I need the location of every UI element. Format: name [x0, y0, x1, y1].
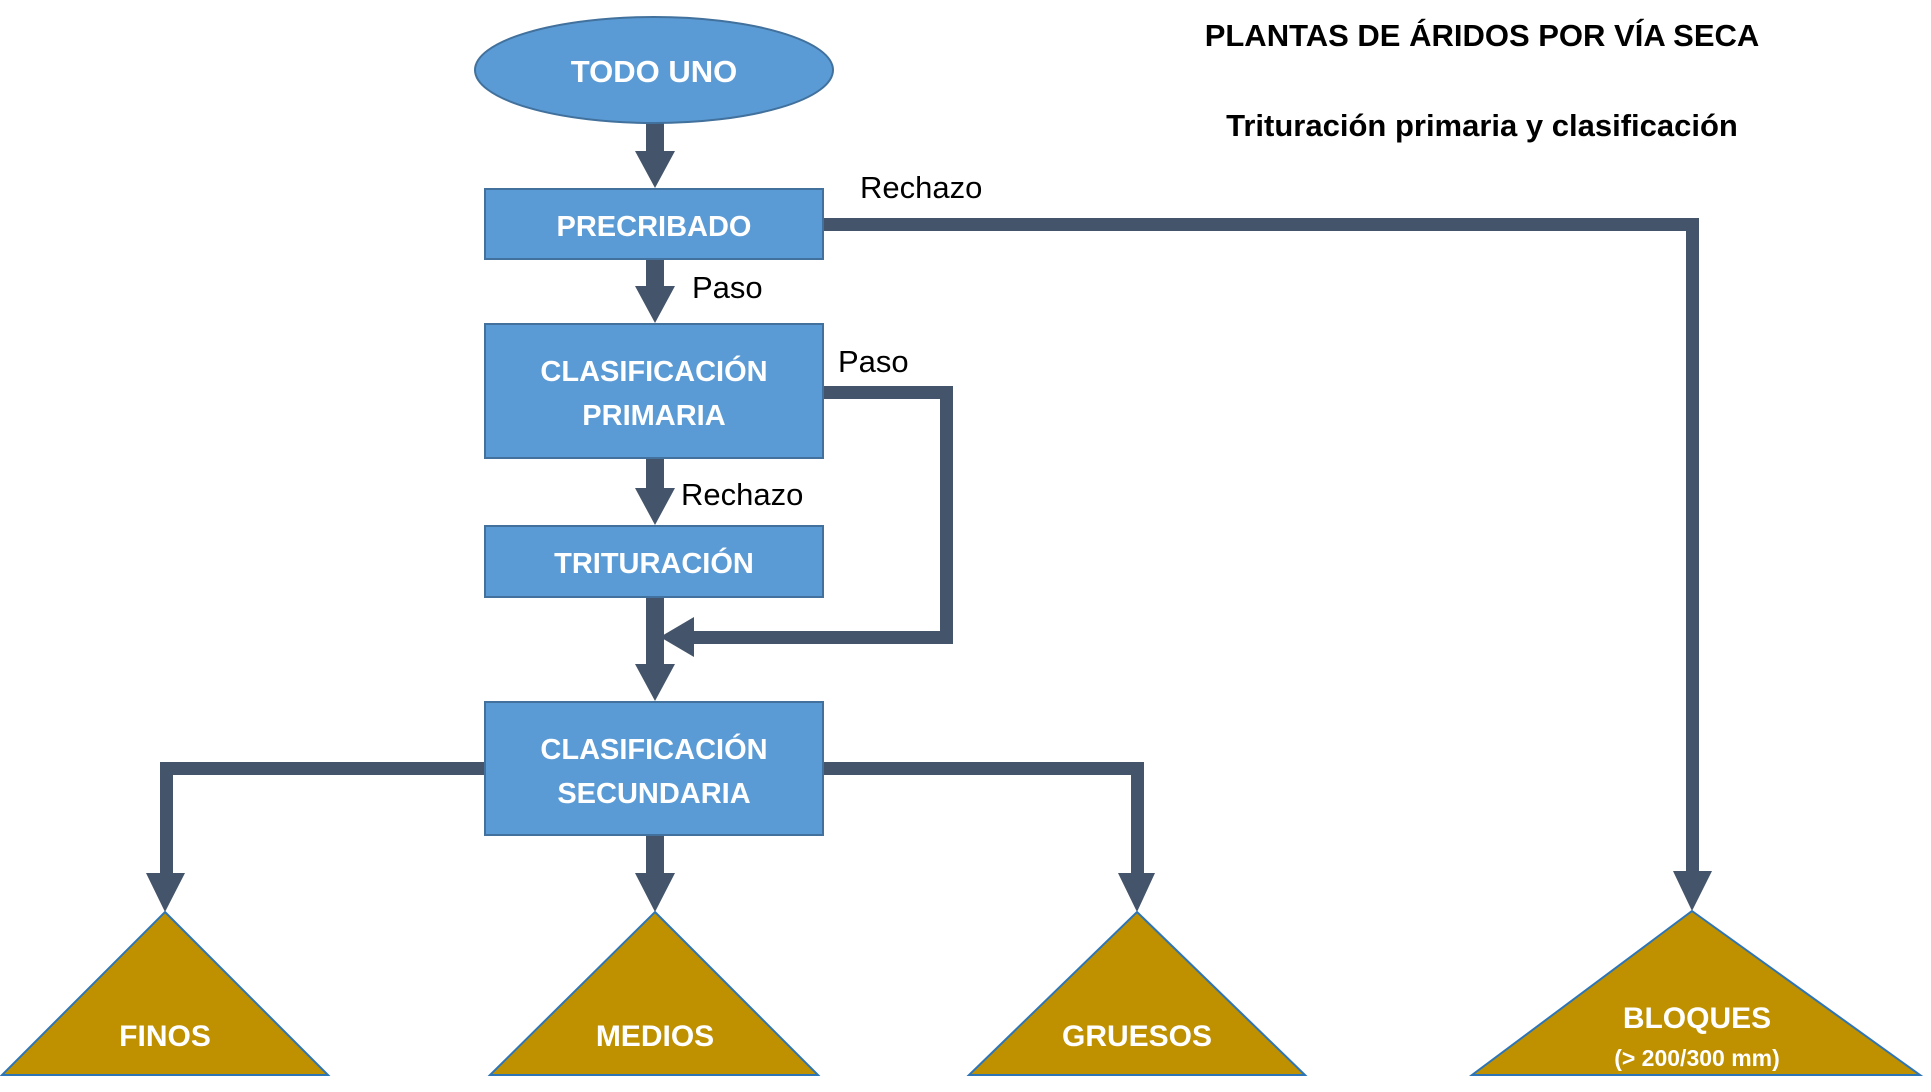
product-bloques[interactable]: BLOQUES (> 200/300 mm)	[1468, 909, 1924, 1076]
ellipse-shape	[474, 16, 834, 124]
rect-shape	[484, 323, 824, 459]
product-label: FINOS	[119, 1020, 211, 1053]
node-label-line-2: PRIMARIA	[582, 400, 725, 432]
arrowhead-secundaria	[635, 664, 675, 701]
triangle-shape	[0, 910, 331, 1076]
node-label-line-1: CLASIFICACIÓN	[540, 354, 767, 388]
connector-start-to-precribado	[646, 123, 664, 153]
arrowhead-primaria	[635, 286, 675, 323]
edge-label-precribado-rechazo: Rechazo	[860, 170, 982, 205]
triangle-shape	[966, 910, 1308, 1076]
arrowhead-bloques	[1673, 871, 1712, 911]
node-clasificacion-secundaria[interactable]: CLASIFICACIÓN SECUNDARIA	[484, 701, 824, 836]
product-finos[interactable]: FINOS	[0, 910, 331, 1076]
connector-primaria-paso-out	[823, 386, 953, 399]
connectors	[146, 123, 1712, 912]
edge-label-primaria-rechazo: Rechazo	[681, 477, 803, 512]
connector-precribado-to-primaria	[646, 259, 664, 289]
connector-secundaria-to-finos-vertical	[160, 762, 173, 875]
connector-secundaria-to-gruesos-horizontal	[823, 762, 1143, 775]
product-sublabel: (> 200/300 mm)	[1614, 1045, 1780, 1071]
arrowhead-gruesos	[1118, 873, 1155, 912]
product-label: BLOQUES	[1623, 1002, 1771, 1035]
arrowhead-trituracion	[635, 488, 675, 525]
product-medios[interactable]: MEDIOS	[487, 910, 821, 1076]
arrowhead-precribado	[635, 151, 675, 188]
connector-precribado-rechazo-horizontal	[823, 218, 1699, 231]
product-label: MEDIOS	[596, 1020, 714, 1053]
connector-secundaria-to-medios	[646, 835, 664, 875]
connector-secundaria-to-gruesos-vertical	[1131, 762, 1144, 875]
connector-trituracion-to-secundaria	[646, 597, 664, 667]
node-todo-uno[interactable]: TODO UNO	[474, 16, 834, 124]
node-precribado[interactable]: PRECRIBADO	[484, 188, 824, 260]
edge-label-precribado-paso: Paso	[692, 270, 763, 305]
node-label-line-2: SECUNDARIA	[557, 778, 750, 810]
edge-label-primaria-paso: Paso	[838, 344, 909, 379]
arrowhead-medios	[635, 873, 675, 912]
rect-shape	[484, 701, 824, 836]
node-trituracion[interactable]: TRITURACIÓN	[484, 525, 824, 598]
diagram-title: PLANTAS DE ÁRIDOS POR VÍA SECA	[1205, 18, 1760, 53]
node-label: TODO UNO	[571, 54, 738, 89]
rect-shape	[484, 525, 824, 598]
node-label: PRECRIBADO	[557, 211, 752, 243]
arrowhead-finos	[146, 873, 185, 912]
arrowhead-merge	[660, 617, 694, 657]
connector-precribado-rechazo-vertical	[1686, 218, 1699, 873]
rect-shape	[484, 188, 824, 260]
product-gruesos[interactable]: GRUESOS	[966, 910, 1308, 1076]
triangle-shape	[1468, 909, 1924, 1076]
connector-primaria-paso-back	[690, 631, 953, 644]
node-label-line-1: CLASIFICACIÓN	[540, 732, 767, 766]
connector-primaria-paso-down	[940, 386, 953, 644]
diagram-subtitle: Trituración primaria y clasificación	[1226, 108, 1738, 143]
node-clasificacion-primaria[interactable]: CLASIFICACIÓN PRIMARIA	[484, 323, 824, 459]
connector-secundaria-to-finos-horizontal	[160, 762, 484, 775]
connector-primaria-to-trituracion	[646, 458, 664, 490]
product-label: GRUESOS	[1062, 1020, 1212, 1053]
triangle-shape	[487, 910, 821, 1076]
node-label: TRITURACIÓN	[554, 546, 754, 580]
